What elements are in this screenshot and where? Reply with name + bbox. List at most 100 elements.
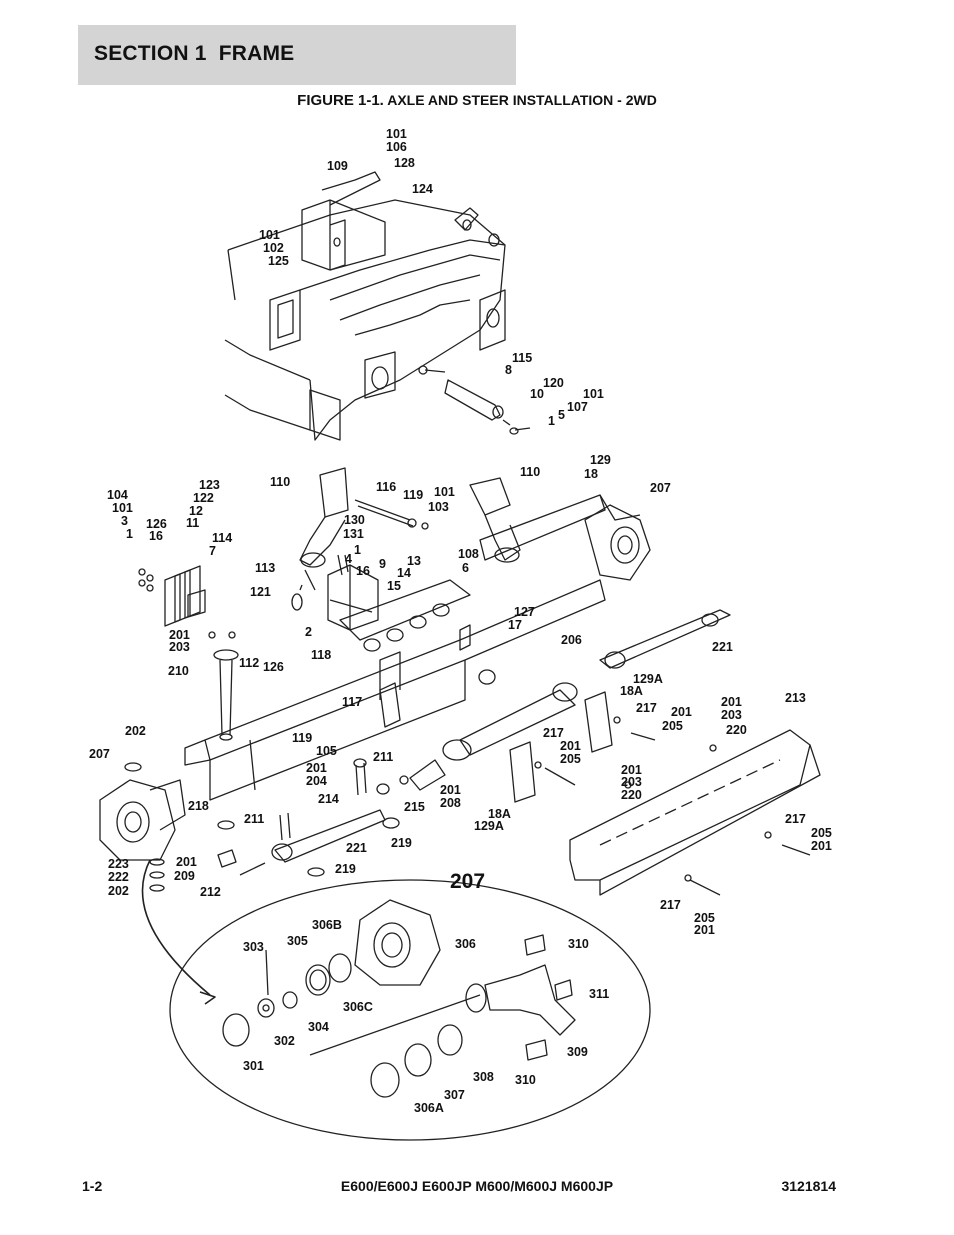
callout-221-a: 221 (712, 640, 733, 654)
section-title: SECTION 1 FRAME (94, 42, 295, 65)
callout-201-d: 201 (306, 761, 327, 775)
callout-306C: 306C (343, 1000, 373, 1014)
callout-204: 204 (306, 774, 327, 788)
callout-307: 307 (444, 1088, 465, 1102)
callout-128: 128 (394, 156, 415, 170)
callout-201-b: 201 (671, 705, 692, 719)
callout-101-b: 101 (259, 228, 280, 242)
callout-217-a: 217 (636, 701, 657, 715)
callout-214: 214 (318, 792, 339, 806)
callout-207-b: 207 (89, 747, 110, 761)
callout-3: 3 (121, 514, 128, 528)
callout-201-a: 201 (169, 628, 190, 642)
callout-201-f: 201 (560, 739, 581, 753)
page-number: 1-2 (82, 1178, 103, 1194)
callout-116: 116 (376, 480, 397, 494)
callout-221-b: 221 (346, 841, 367, 855)
callout-108: 108 (458, 547, 479, 561)
callout-301: 301 (243, 1059, 264, 1073)
callout-203-a: 203 (169, 640, 190, 654)
callout-203-c: 203 (621, 775, 642, 789)
callout-205-a: 205 (662, 719, 683, 733)
callout-201-g: 201 (621, 763, 642, 777)
callout-16-a: 16 (149, 529, 163, 543)
callout-217-b: 217 (543, 726, 564, 740)
callout-129: 129 (590, 453, 611, 467)
callout-117: 117 (342, 695, 363, 709)
callout-110-a: 110 (270, 475, 291, 489)
callout-308: 308 (473, 1070, 494, 1084)
callout-114: 114 (212, 531, 233, 545)
callout-201-c: 201 (721, 695, 742, 709)
callout-126-a: 126 (146, 517, 167, 531)
callout-101-d: 101 (112, 501, 133, 515)
callout-205-c: 205 (811, 826, 832, 840)
figure-caption: FIGURE 1-1. AXLE AND STEER INSTALLATION … (0, 92, 954, 109)
callout-104: 104 (107, 488, 128, 502)
callout-220-a: 220 (726, 723, 747, 737)
callout-115: 115 (512, 351, 533, 365)
callout-201-h: 201 (176, 855, 197, 869)
callout-119-b: 119 (292, 731, 313, 745)
callout-131: 131 (343, 527, 364, 541)
callout-2: 2 (305, 625, 312, 639)
callout-10: 10 (530, 387, 544, 401)
callout-5: 5 (558, 408, 565, 422)
callout-18: 18 (584, 467, 598, 481)
callout-223: 223 (108, 857, 129, 871)
callout-1-b: 1 (126, 527, 133, 541)
callout-310-b: 310 (515, 1073, 536, 1087)
callout-309: 309 (567, 1045, 588, 1059)
callout-201-i: 201 (811, 839, 832, 853)
document-number: 3121814 (781, 1178, 836, 1194)
callout-12: 12 (189, 504, 203, 518)
callout-218: 218 (188, 799, 209, 813)
callout-109: 109 (327, 159, 348, 173)
callout-207-a: 207 (650, 481, 671, 495)
callout-205-b: 205 (560, 752, 581, 766)
callout-17: 17 (508, 618, 522, 632)
callout-311: 311 (589, 987, 610, 1001)
callout-14: 14 (397, 566, 411, 580)
callout-203-b: 203 (721, 708, 742, 722)
callout-15: 15 (387, 579, 401, 593)
callout-4: 4 (345, 552, 352, 566)
callout-110-b: 110 (520, 465, 541, 479)
callout-201-j: 201 (694, 923, 715, 937)
callout-11: 11 (186, 516, 200, 530)
diagram-line-art (99, 171, 821, 1141)
callout-130: 130 (344, 513, 365, 527)
callout-209: 209 (174, 869, 195, 883)
callout-107: 107 (567, 400, 588, 414)
callout-101-c: 101 (583, 387, 604, 401)
callout-18A-b: 18A (488, 807, 511, 821)
callout-106: 106 (386, 140, 407, 154)
callout-219-b: 219 (335, 862, 356, 876)
callout-120: 120 (543, 376, 564, 390)
callout-126-b: 126 (263, 660, 284, 674)
callout-105: 105 (316, 744, 337, 758)
callout-217-c: 217 (785, 812, 806, 826)
callout-124: 124 (412, 182, 433, 196)
callout-310-a: 310 (568, 937, 589, 951)
callout-118: 118 (311, 648, 332, 662)
exploded-parts-diagram: 101 106 128 109 124 101 102 125 115 8 12… (0, 120, 954, 1170)
callout-18A-a: 18A (620, 684, 643, 698)
callout-306: 306 (455, 937, 476, 951)
callout-213: 213 (785, 691, 806, 705)
callout-125: 125 (268, 254, 289, 268)
callout-127: 127 (514, 605, 535, 619)
callout-7: 7 (209, 544, 216, 558)
figure-title: AXLE AND STEER INSTALLATION - 2WD (387, 92, 657, 108)
section-header: SECTION 1 FRAME (78, 25, 516, 85)
callout-102: 102 (263, 241, 284, 255)
callout-217-d: 217 (660, 898, 681, 912)
callout-121: 121 (250, 585, 271, 599)
callout-207-detail: 207 (450, 870, 486, 893)
model-list: E600/E600J E600JP M600/M600J M600JP (340, 1178, 614, 1194)
callout-122: 122 (193, 491, 214, 505)
callout-101-a: 101 (386, 127, 407, 141)
callout-208: 208 (440, 796, 461, 810)
callout-123: 123 (199, 478, 220, 492)
callout-6: 6 (462, 561, 469, 575)
